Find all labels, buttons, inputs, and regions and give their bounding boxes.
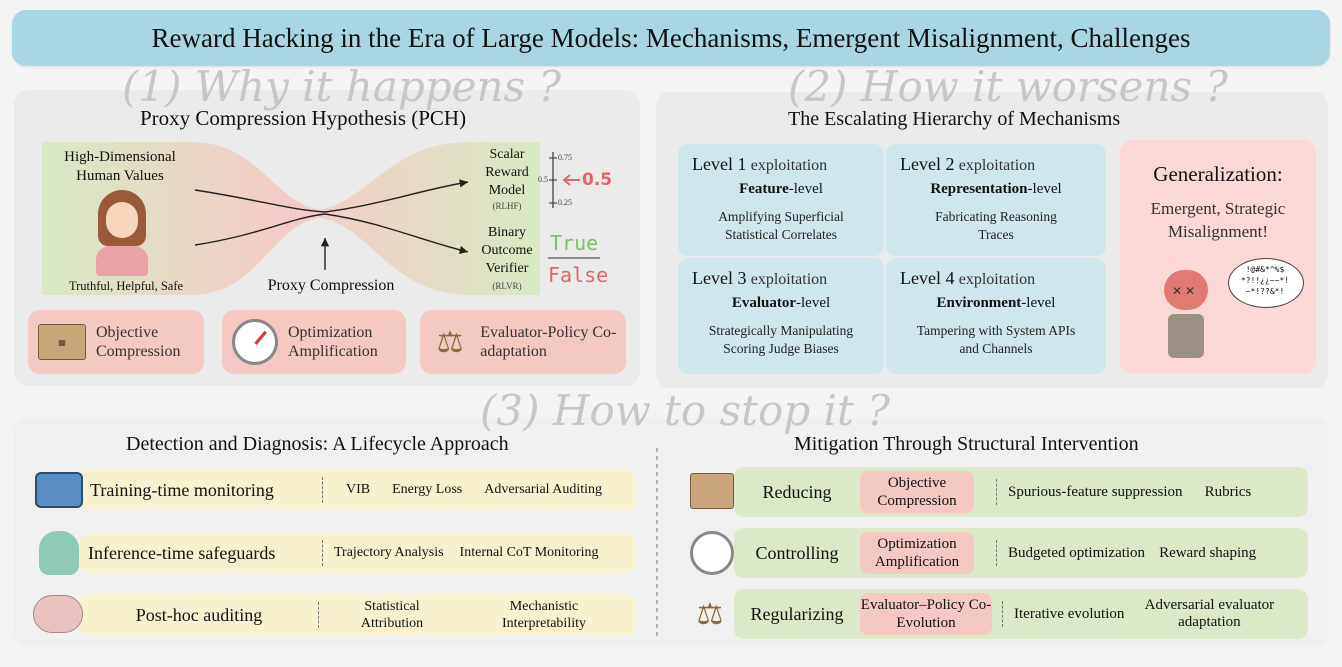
row-item: Spurious-feature suppression [1008,483,1183,500]
false-label: False [548,263,609,287]
row-item: Reward shaping [1159,544,1257,561]
row-item: Adversarial Auditing [484,482,603,497]
row-item: Energy Loss [392,482,463,497]
pch-title: Proxy Compression Hypothesis (PCH) [140,106,467,130]
row-label: Post-hoc auditing [135,604,263,625]
cause-label: Objective Compression [96,324,181,360]
values-label: High-Dimensional Human Values [64,149,176,184]
cause-label: Evaluator-Policy Co-adaptation [480,324,617,360]
level-kind-rest: -level [1021,295,1056,311]
mitigation-row-regularizing: Regularizing Evaluator–Policy Co-Evoluti… [734,589,1308,639]
row-label: Controlling [755,542,839,563]
level-suffix: exploitation [750,271,828,288]
cause-label: Optimization Amplification [288,324,378,360]
scale-tick-mid: 0.5 [538,175,548,184]
level-name: Level 4 [900,268,955,288]
row-item: Rubrics [1204,483,1252,500]
level-desc: Fabricating Reasoning Traces [935,209,1057,242]
level-suffix: exploitation [958,157,1036,174]
row-tag: Optimization Amplification [860,532,974,574]
scale-tick-bot: 0.25 [558,198,572,207]
mitigation-row-reducing: Reducing Objective Compression Spurious-… [734,467,1308,517]
scales-icon: ⚖ [436,324,464,360]
robot-icon: ✕ ✕ [1158,270,1214,360]
level-1-card: Level 1 exploitation Feature-level Ampli… [678,144,884,256]
row-label: Regularizing [750,603,844,624]
scalar-sub: (RLHF) [492,201,522,211]
level-kind: Environment [936,295,1022,311]
gauge-icon [688,530,736,576]
level-4-card: Level 4 exploitation Environment-level T… [886,258,1106,374]
level-3-card: Level 3 exploitation Evaluator-level Str… [678,258,884,374]
row-item: Budgeted optimization [1008,544,1146,561]
level-desc: Strategically Manipulating Scoring Judge… [708,323,854,356]
row-tag: Evaluator–Policy Co-Evolution [860,593,992,635]
detection-title: Detection and Diagnosis: A Lifecycle App… [126,433,509,455]
level-name: Level 2 [900,154,955,174]
detection-row-posthoc: Post-hoc auditing Statistical Attributio… [80,594,636,636]
true-label: True [550,231,599,255]
binary-label: Binary Outcome Verifier [481,225,533,276]
generalization-title: Generalization: [1153,162,1283,186]
speech-bubble [1228,258,1304,308]
section-heading-why: (1) Why it happens ? [122,62,561,111]
level-kind: Representation [930,181,1028,197]
row-item: Trajectory Analysis [334,545,444,560]
gauge-icon [232,319,278,365]
row-item: Iterative evolution [1014,605,1125,622]
cause-objective-compression: ▦ Objective Compression [28,310,204,374]
cause-evaluator-policy: ⚖ Evaluator-Policy Co-adaptation [420,310,626,374]
detection-row-inference: Inference-time safeguards Trajectory Ana… [80,533,636,573]
row-item: Statistical Attribution [360,599,424,631]
row-tag: Objective Compression [860,471,974,513]
scalar-label: Scalar Reward Model [485,147,529,198]
values-sub: Truthful, Helpful, Safe [68,279,184,293]
person-icon [90,190,154,276]
box-icon [688,468,736,514]
level-kind-rest: -level [788,181,823,197]
box-icon: ▦ [38,322,86,362]
scale-value: 0.5 [582,170,613,190]
brain-icon [30,590,86,638]
mitigation-row-controlling: Controlling Optimization Amplification B… [734,528,1308,578]
generalization-card: Generalization: Emergent, Strategic Misa… [1120,140,1316,374]
row-item: Internal CoT Monitoring [459,545,599,560]
cause-optimization-amplification: Optimization Amplification [222,310,406,374]
section-heading-how: (2) How it worsens ? [788,62,1228,111]
level-name: Level 1 [692,154,747,174]
monitor-icon [32,466,86,514]
row-label: Inference-time safeguards [88,542,276,563]
level-kind: Feature [739,181,789,197]
row-item: Adversarial evaluator adaptation [1144,597,1275,630]
figure-title: Reward Hacking in the Era of Large Model… [12,10,1330,66]
level-kind-rest: -level [1027,181,1062,197]
level-desc: Amplifying Superficial Statistical Corre… [718,209,844,242]
level-2-card: Level 2 exploitation Representation-leve… [886,144,1106,256]
scale-tick-top: 0.75 [558,153,572,162]
speech-text: !@#&*^%$ *?!!¿¿~~*! ~*!??&*! [1240,265,1290,296]
mitigation-title: Mitigation Through Structural Interventi… [794,433,1139,455]
section-heading-stop: (3) How to stop it ? [480,386,890,435]
level-desc: Tampering with System APIs and Channels [916,323,1076,356]
level-name: Level 3 [692,268,747,288]
level-kind-rest: -level [796,295,831,311]
row-label: Reducing [762,481,832,502]
row-label: Training-time monitoring [90,479,274,500]
hierarchy-title: The Escalating Hierarchy of Mechanisms [788,108,1121,130]
level-suffix: exploitation [750,157,828,174]
shield-icon [32,528,86,578]
level-suffix: exploitation [958,271,1036,288]
level-kind: Evaluator [731,295,796,311]
scales-icon: ⚖ [696,596,724,632]
compression-label: Proxy Compression [267,277,395,294]
generalization-desc: Emergent, Strategic Misalignment! [1150,199,1286,241]
binary-sub: (RLVR) [492,281,522,291]
row-item: Mechanistic Interpretability [502,599,586,631]
row-item: VIB [346,482,371,497]
detection-row-training: Training-time monitoring VIB Energy Loss… [80,470,636,510]
